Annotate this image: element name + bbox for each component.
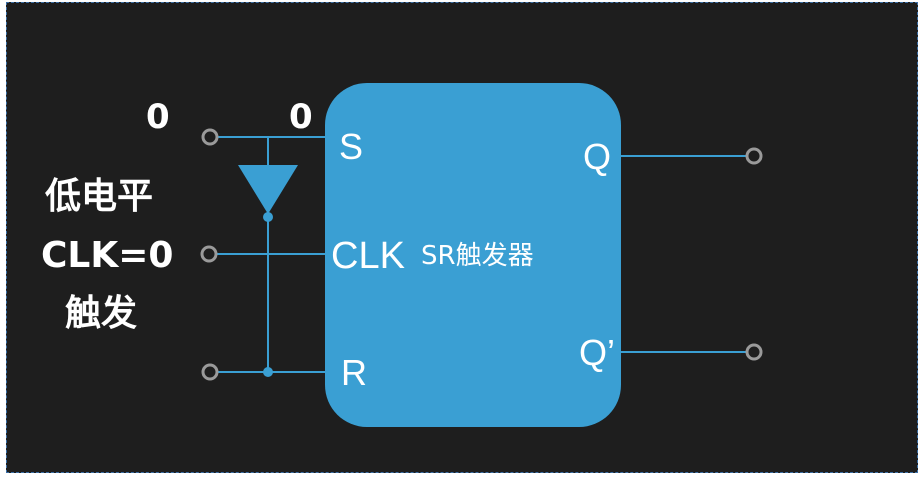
pin-label-qnot: Q’ <box>579 332 615 373</box>
qnot-terminal-icon[interactable] <box>745 343 763 361</box>
flipflop-name: SR触发器 <box>421 241 534 271</box>
annotation-line-3: 触发 <box>65 293 138 334</box>
pin-label-q: Q <box>583 136 612 177</box>
annotation-line-1: 低电平 <box>45 176 154 217</box>
inverter-bubble-icon <box>263 212 273 222</box>
s-terminal-icon[interactable] <box>201 128 219 146</box>
clk-terminal-icon[interactable] <box>200 245 218 263</box>
triangle-buffer-icon <box>238 165 298 214</box>
pin-label-clk: CLK <box>331 235 405 277</box>
solid-dot-junction-icon <box>263 367 273 377</box>
pin-label-s: S <box>339 126 364 167</box>
diagram-canvas: 低电平 CLK=0 触发 0 0 S CLK R Q Q’ SR触发器 <box>6 2 918 473</box>
s-external-value: 0 <box>146 97 170 137</box>
circuit-diagram <box>200 83 763 427</box>
pin-label-r: R <box>341 352 367 393</box>
sr-flipflop-block <box>325 83 621 427</box>
q-terminal-icon[interactable] <box>745 147 763 165</box>
annotation-line-2: CLK=0 <box>41 235 174 276</box>
r-terminal-icon[interactable] <box>201 363 219 381</box>
s-internal-value: 0 <box>289 97 313 137</box>
